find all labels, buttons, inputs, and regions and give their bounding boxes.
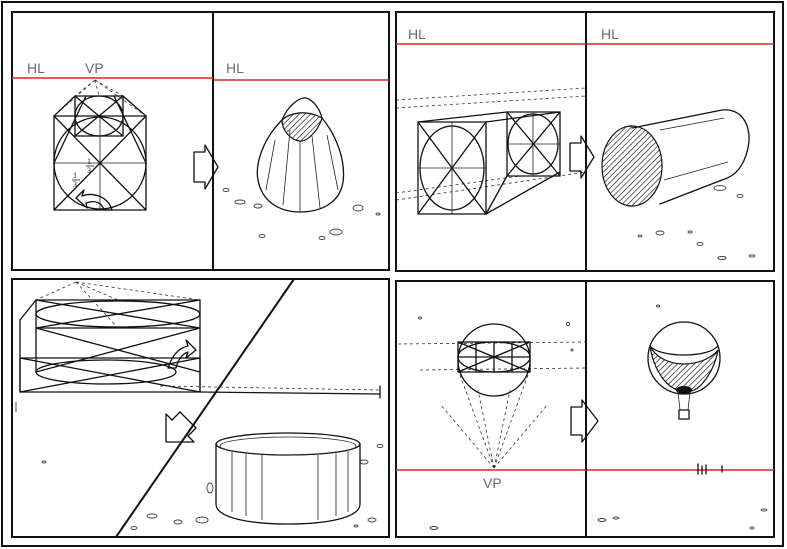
right-arrow-icon — [570, 399, 599, 443]
right-arrow-icon — [193, 144, 219, 190]
svg-text:1: 1 — [87, 157, 91, 166]
down-left-arrow-icon — [165, 411, 197, 443]
hl-label-d: HL — [601, 26, 619, 42]
frame-balloon-rendered — [587, 304, 774, 530]
hl-label-c: HL — [408, 26, 426, 42]
right-arrow-icon — [569, 135, 595, 179]
frame-drum-construction — [15, 281, 384, 530]
svg-text:1: 1 — [73, 171, 77, 180]
frame-cylinder-construction: HL — [396, 26, 586, 215]
svg-text:3: 3 — [73, 180, 77, 189]
frame-sphere-construction: VP — [396, 316, 586, 530]
curved-arrow-icon — [75, 189, 113, 211]
svg-text:3: 3 — [87, 166, 91, 175]
frame-cone-rendered: HL — [214, 60, 389, 240]
panel-bottom-left — [11, 278, 390, 538]
panel-top-right: HL HL — [395, 11, 775, 272]
curved-arrow-icon — [167, 339, 197, 369]
panel-top-left-border — [11, 11, 390, 271]
panel-bottom-right: VP — [395, 280, 775, 538]
panel-top-left: 1 3 1 3 HL VP — [11, 11, 390, 271]
frame-cylinder-rendered: HL — [587, 26, 774, 260]
vp-label-f: VP — [483, 475, 502, 491]
vp-label-a: VP — [85, 60, 104, 76]
frame-cone-construction: 1 3 1 3 HL VP — [12, 60, 213, 211]
hl-label-a: HL — [27, 60, 45, 76]
panel-bottom-left-diagonal — [115, 278, 295, 538]
panel-bottom-left-border — [11, 278, 390, 538]
hl-label-b: HL — [226, 60, 244, 76]
